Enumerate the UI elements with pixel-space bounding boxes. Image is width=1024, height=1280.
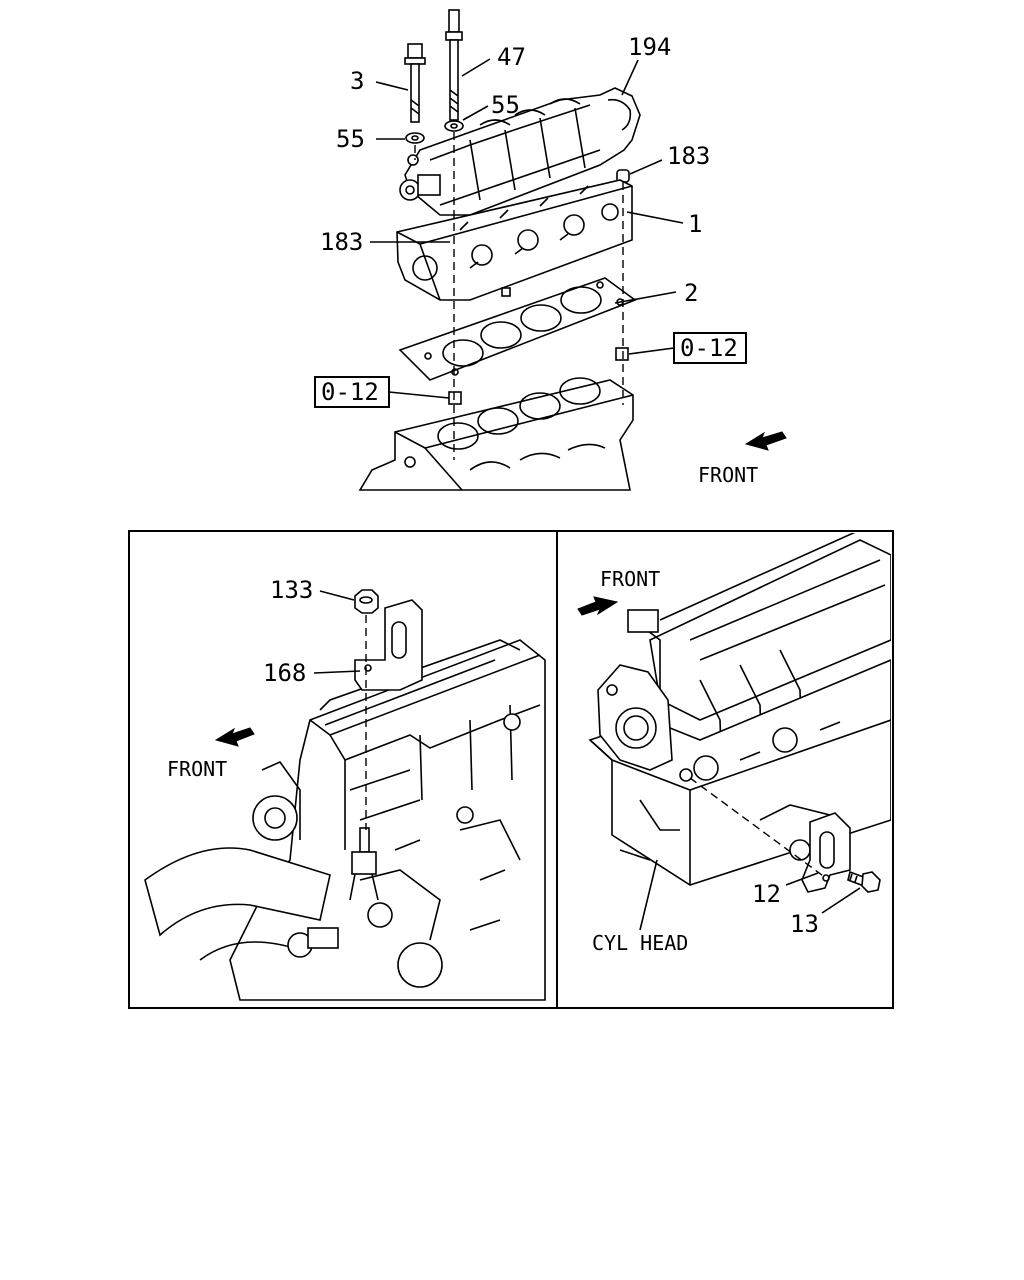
ref-box-left — [314, 376, 390, 408]
bottom-panels-frame — [128, 530, 894, 1009]
label-183-upper: 183 — [667, 142, 710, 170]
right-panel: 12 13 CYL HEAD FRONT — [577, 533, 891, 955]
left-front-label: FRONT — [167, 757, 227, 781]
cylinder-block — [358, 377, 634, 491]
knock-pin-right — [615, 347, 629, 361]
right-front-arrow-icon — [577, 596, 619, 616]
label-194: 194 — [628, 33, 671, 61]
top-exploded-view: 3 47 55 55 194 183 1 183 2 0-12 0-12 FRO… — [314, 9, 787, 491]
left-front-arrow-icon — [214, 727, 255, 747]
ref-box-right — [673, 332, 747, 364]
label-168: 168 — [263, 659, 306, 687]
cylinder-head-1 — [396, 179, 633, 301]
label-1: 1 — [688, 210, 702, 238]
label-47: 47 — [497, 43, 526, 71]
label-55-right: 55 — [491, 91, 520, 119]
short-bolt-3 — [404, 43, 426, 123]
knock-pin-left — [448, 391, 462, 405]
top-front-label: FRONT — [698, 463, 758, 487]
cyl-head-caption: CYL HEAD — [592, 931, 688, 955]
top-leader-lines — [370, 58, 684, 399]
label-133: 133 — [270, 576, 313, 604]
right-front-label: FRONT — [600, 567, 660, 591]
cam-housing-194 — [399, 87, 641, 216]
long-bolt-47 — [445, 9, 463, 121]
bolt-13 — [847, 870, 881, 893]
label-12: 12 — [752, 880, 781, 908]
label-183-lower: 183 — [320, 228, 363, 256]
label-55-left: 55 — [336, 125, 365, 153]
left-panel: 133 168 FRONT — [144, 576, 546, 1001]
ref-label-left: 0-12 — [321, 378, 379, 406]
nut-133 — [354, 589, 379, 614]
label-13: 13 — [790, 910, 819, 938]
label-3: 3 — [350, 67, 364, 95]
ref-label-right: 0-12 — [680, 334, 738, 362]
label-2: 2 — [684, 279, 698, 307]
front-arrow-icon — [744, 431, 787, 451]
